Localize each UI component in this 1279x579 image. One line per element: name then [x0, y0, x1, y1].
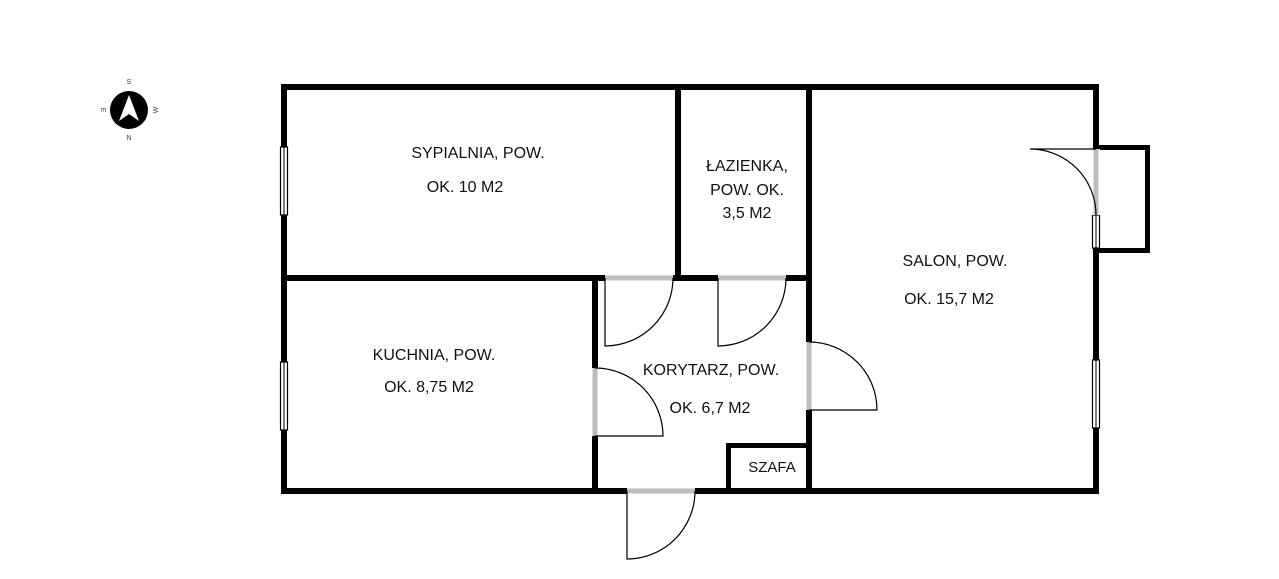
- wall-top: [281, 84, 1099, 90]
- windows: [279, 146, 1101, 431]
- wall-szafa-left: [726, 443, 731, 494]
- wall-salon-left: [806, 84, 812, 494]
- room-salon-area: OK. 15,7 M2: [904, 291, 994, 308]
- compass-arrow-icon: [119, 95, 139, 121]
- window-sypialnia: [279, 146, 289, 216]
- room-korytarz: KORYTARZ, POW. OK. 6,7 M2: [643, 362, 779, 417]
- room-lazienka-name: ŁAZIENKA,: [706, 158, 788, 175]
- room-sypialnia-name: SYPIALNIA, POW.: [411, 145, 544, 162]
- window-kuchnia: [279, 361, 289, 431]
- room-korytarz-name: KORYTARZ, POW.: [643, 362, 779, 379]
- compass-s: S: [126, 77, 131, 84]
- doors: [591, 148, 1100, 560]
- room-lazienka-area-1: POW. OK.: [710, 182, 784, 199]
- compass-w: W: [153, 106, 160, 113]
- room-labels: SYPIALNIA, POW. OK. 10 M2 ŁAZIENKA, POW.…: [373, 145, 1008, 476]
- door-entrance: [626, 487, 696, 560]
- room-kuchnia: KUCHNIA, POW. OK. 8,75 M2: [373, 347, 496, 396]
- window-salon: [1091, 359, 1101, 429]
- wall-szafa-top: [726, 443, 812, 448]
- door-sypialnia: [604, 274, 674, 347]
- room-lazienka-area-2: 3,5 M2: [723, 205, 772, 222]
- room-lazienka: ŁAZIENKA, POW. OK. 3,5 M2: [706, 158, 788, 222]
- wall-mid-horizontal: [281, 275, 811, 281]
- room-sypialnia-area: OK. 10 M2: [427, 179, 504, 196]
- room-kuchnia-name: KUCHNIA, POW.: [373, 347, 496, 364]
- door-lazienka: [717, 274, 787, 347]
- room-salon: SALON, POW. OK. 15,7 M2: [903, 253, 1008, 308]
- room-korytarz-area: OK. 6,7 M2: [670, 400, 751, 417]
- wall-balcony-bottom: [1093, 248, 1150, 253]
- room-szafa-label: SZAFA: [748, 459, 796, 476]
- room-kuchnia-area: OK. 8,75 M2: [384, 379, 474, 396]
- compass: N S E W: [99, 77, 160, 142]
- door-salon: [805, 341, 878, 411]
- wall-right: [1093, 84, 1099, 494]
- door-balcony: [1029, 148, 1100, 216]
- compass-e: E: [99, 108, 106, 113]
- wall-bathroom-left: [675, 84, 681, 281]
- room-salon-name: SALON, POW.: [903, 253, 1008, 270]
- wall-left: [281, 84, 287, 494]
- wall-balcony-top: [1093, 145, 1150, 150]
- room-sypialnia: SYPIALNIA, POW. OK. 10 M2: [411, 145, 544, 196]
- wall-balcony-right: [1145, 145, 1150, 253]
- compass-n: N: [126, 135, 131, 142]
- window-balcony: [1091, 214, 1101, 249]
- door-kuchnia: [591, 367, 664, 437]
